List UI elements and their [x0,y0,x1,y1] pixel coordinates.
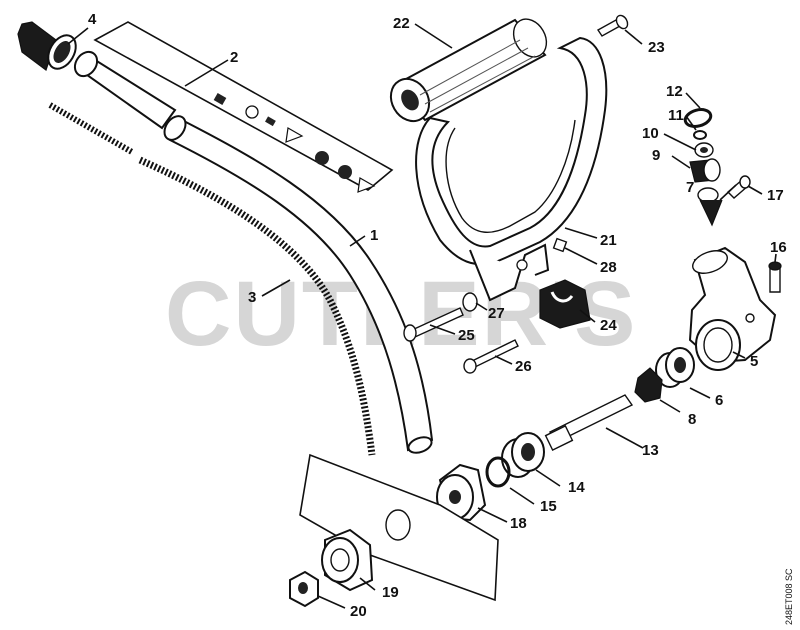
part-label-sticker [93,21,394,193]
callout-1: 1 [370,227,378,244]
callout-9: 9 [652,147,660,164]
part-spindle [544,394,634,451]
callout-15: 15 [540,498,557,515]
callout-16: 16 [770,239,787,256]
callout-10: 10 [642,125,659,142]
part-bevel-gear-7 [697,187,723,227]
callout-labels: 1 2 3 4 5 6 7 8 9 10 11 12 13 14 15 16 1… [88,11,787,620]
callout-22: 22 [393,15,410,32]
part-loop-handle [415,36,608,302]
part-screw-23 [596,14,629,37]
part-retaining-ring-12 [683,108,713,128]
callout-6: 6 [715,392,723,409]
callout-26: 26 [515,358,532,375]
part-spacer-10 [694,142,714,158]
part-flex-shaft [48,102,376,456]
part-bolt-25 [403,307,464,342]
callout-2: 2 [230,49,238,66]
callout-21: 21 [600,232,617,249]
callout-27: 27 [488,305,505,322]
callout-11: 11 [668,107,684,124]
part-thrust-plate [321,528,374,592]
part-blade [299,453,499,602]
callout-5: 5 [750,353,758,370]
callout-12: 12 [666,83,683,100]
part-nut-20 [289,570,319,608]
part-drive-tube [73,50,434,454]
part-screw-17 [726,175,751,199]
callout-25: 25 [458,327,475,344]
part-handle-grip [389,18,548,123]
part-ring-11 [693,130,707,140]
callout-3: 3 [248,289,256,306]
callout-18: 18 [510,515,527,532]
callout-7: 7 [686,179,694,196]
leader-lines [67,23,777,609]
part-bevel-gear-8 [634,367,663,403]
part-bolt-26 [463,339,519,374]
part-bearing-6 [655,347,695,388]
callout-14: 14 [568,479,585,496]
callout-20: 20 [350,603,367,620]
part-nut-28 [552,237,568,253]
callout-13: 13 [642,442,659,459]
part-snap-ring-15 [485,456,511,488]
callout-24: 24 [600,317,617,334]
part-washer-27 [462,292,478,312]
callout-4: 4 [88,11,97,28]
callout-23: 23 [648,39,665,56]
drawing-code: 248ET008 SC [784,568,794,625]
part-end-cap [17,21,77,71]
part-screw-16 [768,261,782,293]
callout-17: 17 [767,187,784,204]
part-gear-housing [688,246,777,371]
callout-19: 19 [382,584,399,601]
part-clamp [539,279,591,329]
part-bearing-9 [689,158,721,183]
callout-8: 8 [688,411,696,428]
callout-28: 28 [600,259,617,276]
